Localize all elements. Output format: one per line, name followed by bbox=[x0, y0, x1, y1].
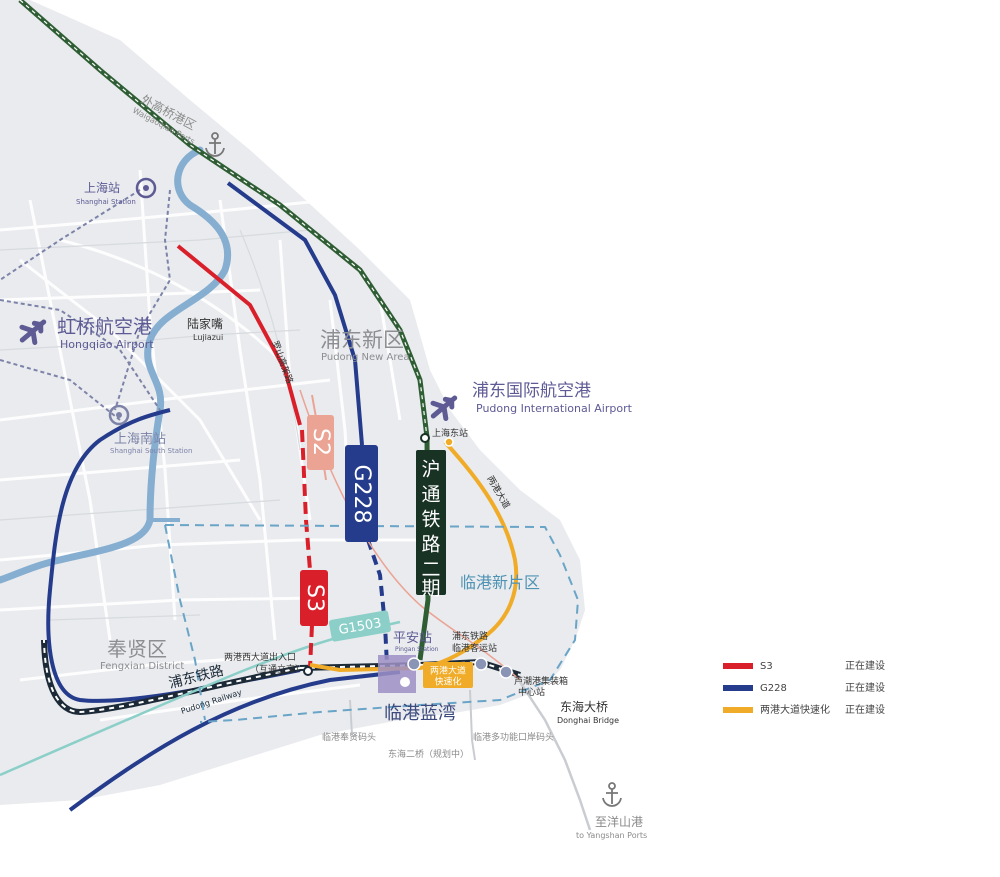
lingang-location-icon bbox=[400, 677, 410, 687]
hongqiao-label-cn: 虹桥航空港 bbox=[57, 316, 152, 338]
fengxian-pier-line bbox=[349, 699, 353, 736]
lujiazui-label-cn: 陆家嘴 bbox=[187, 316, 223, 331]
legend-swatch-lianggang bbox=[723, 707, 753, 713]
legend-swatch-s3 bbox=[723, 663, 753, 669]
coastal-expressway bbox=[68, 670, 401, 812]
s3-shield: S3 bbox=[300, 570, 328, 626]
shanghai-south-label-cn: 上海南站 bbox=[114, 431, 166, 447]
legend-status: 正在建设 bbox=[845, 661, 885, 672]
legend-status: 正在建设 bbox=[845, 683, 885, 694]
hongqiao-label-en: Hongqiao Airport bbox=[60, 338, 154, 351]
fengxian-pier-label: 临港奉贤码头 bbox=[322, 731, 376, 743]
multi-pier-label: 临港多功能口岸码头 bbox=[473, 731, 554, 743]
lujiazui-label-en: Lujiazui bbox=[193, 333, 223, 342]
yangshan-anchor-icon bbox=[602, 782, 622, 807]
donghai-bridge-line bbox=[518, 681, 592, 831]
express-label-1: 两港大道 bbox=[430, 665, 466, 677]
hutong-char-5: 二 bbox=[421, 559, 440, 581]
shanghai-station-icon bbox=[135, 177, 157, 199]
s2-shield: S2 bbox=[307, 415, 334, 470]
shanghai-station-label-en: Shanghai Station bbox=[76, 198, 136, 206]
lingang-zone-label: 临港新片区 bbox=[460, 573, 540, 592]
g228-line-planned bbox=[366, 539, 389, 666]
g228-shield: G228 bbox=[345, 445, 378, 542]
s3-shield-label: S3 bbox=[302, 584, 327, 612]
legend-name: 两港大道快速化 bbox=[760, 705, 830, 716]
donghai-bridge-label-en: Donghai Bridge bbox=[557, 716, 619, 725]
legend-row-s3: S3 正在建设 bbox=[720, 659, 920, 675]
shanghai-south-station-icon bbox=[108, 404, 130, 426]
s3-line-planned bbox=[300, 429, 314, 669]
yangshan-label-cn: 至洋山港 bbox=[595, 814, 643, 829]
s3-line bbox=[176, 244, 302, 426]
g1503-shield-label: G1503 bbox=[338, 616, 383, 638]
pudong-new-area-label-cn: 浦东新区 bbox=[320, 328, 404, 352]
g1503-shield: G1503 bbox=[329, 610, 391, 642]
hutong-railway-north bbox=[18, 0, 430, 438]
pingan-label-en: Pingan Station bbox=[395, 646, 439, 653]
s2-shield-label: S2 bbox=[308, 428, 333, 456]
legend-name: G228 bbox=[760, 683, 787, 694]
lianggang-avenue bbox=[309, 440, 519, 673]
legend-name: S3 bbox=[760, 661, 773, 672]
legend-status: 正在建设 bbox=[845, 705, 885, 716]
hutong-char-3: 铁 bbox=[421, 509, 440, 531]
gangxi-exit-label-1: 两港西大道出入口 bbox=[224, 651, 296, 663]
shanghai-east-label: 上海东站 bbox=[432, 427, 468, 439]
pudong-railway-loop bbox=[46, 408, 301, 703]
donghai-bridge2-line bbox=[469, 689, 476, 761]
lingang-bay-label: 临港蓝湾 bbox=[384, 703, 456, 724]
shanghai-south-label-en: Shanghai South Station bbox=[110, 447, 192, 455]
rail-hub-label-2: 临港客运站 bbox=[452, 642, 497, 654]
huangpu-river bbox=[0, 146, 232, 584]
shanghai-station-label-cn: 上海站 bbox=[84, 180, 120, 195]
gangxi-exit-label-2: （互通立交） bbox=[250, 663, 304, 675]
pudong-airport-label-en: Pudong International Airport bbox=[476, 402, 633, 415]
container-label-2: 中心站 bbox=[518, 686, 545, 698]
yangshan-label-en: to Yangshan Ports bbox=[576, 831, 647, 840]
container-label-1: 芦潮港集装箱 bbox=[514, 675, 568, 687]
g228-line bbox=[226, 181, 364, 446]
donghai-bridge2-label: 东海二桥（规划中） bbox=[388, 748, 469, 760]
pudong-railway-dashes bbox=[43, 639, 301, 714]
lingang-zone-boundary bbox=[164, 524, 580, 723]
legend-swatch-g228 bbox=[723, 685, 753, 691]
hutong-phase2-shield: 沪 通 铁 路 二 期 bbox=[416, 450, 446, 600]
donghai-bridge-label-cn: 东海大桥 bbox=[560, 699, 608, 714]
hutong-char-4: 路 bbox=[421, 534, 440, 556]
west-rail-lines bbox=[0, 189, 172, 421]
lingang-zone-boundary-west bbox=[164, 524, 206, 721]
hutong-char-2: 通 bbox=[421, 484, 440, 506]
express-shield: 两港大道 快速化 bbox=[423, 662, 473, 688]
legend-row-g228: G228 正在建设 bbox=[720, 681, 920, 697]
station-markers bbox=[303, 433, 513, 679]
rail-hub-label-1: 浦东铁路 bbox=[452, 630, 488, 642]
waigaoqiao-anchor-icon bbox=[205, 132, 225, 157]
g228-shield-label: G228 bbox=[349, 464, 374, 523]
fengxian-label-en: Fengxian District bbox=[100, 661, 184, 672]
hutong-char-6: 期 bbox=[421, 578, 440, 600]
hongqiao-airplane-icon bbox=[19, 319, 47, 346]
express-label-2: 快速化 bbox=[434, 676, 461, 688]
pudong-airplane-icon bbox=[430, 395, 458, 422]
pudong-airport-label-cn: 浦东国际航空港 bbox=[472, 381, 591, 401]
pingan-label-cn: 平安站 bbox=[393, 631, 432, 646]
legend-row-lianggang: 两港大道快速化 正在建设 bbox=[720, 703, 920, 719]
fengxian-label-cn: 奉贤区 bbox=[107, 637, 167, 661]
hutong-char-1: 沪 bbox=[421, 459, 440, 481]
pudong-new-area-label-en: Pudong New Area bbox=[321, 352, 410, 363]
